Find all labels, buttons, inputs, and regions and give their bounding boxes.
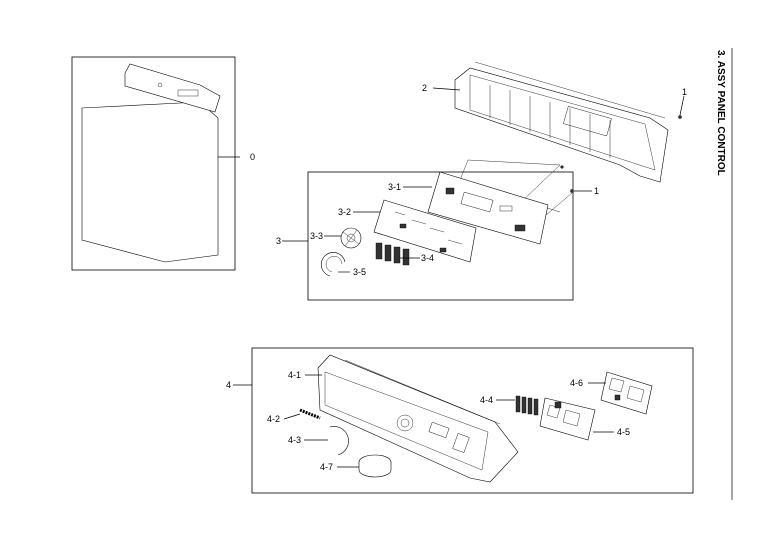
box-0 [71,56,236,271]
label-4: 4 [226,380,231,390]
panel-frame [454,67,669,183]
part-group-4: 4 4-1 4-2 4-3 4-7 4-4 [226,347,694,494]
diagram-title: 3. ASSY PANEL CONTROL [715,50,726,176]
part-group-3: 3 3-1 1 3-2 3-3 [276,159,599,301]
front-panel-face [324,371,489,471]
panel-ring [329,426,349,456]
label-3-2: 3-2 [338,207,351,217]
leader-2 [432,87,461,91]
sub-pcb-2 [600,371,653,415]
label-4-3: 4-3 [288,435,301,445]
pcb-display [460,191,494,213]
label-4-7: 4-7 [320,462,333,472]
label-3-5: 3-5 [353,267,366,277]
connector-part [375,242,410,266]
sub-pcb [539,397,596,441]
label-4-5: 4-5 [617,427,630,437]
front-knob-hole [396,414,414,432]
washer-body [81,101,219,263]
panel-knob [157,82,163,88]
leader-4-2 [283,413,301,420]
label-4-1: 4-1 [288,370,301,380]
label-3-3: 3-3 [310,231,323,241]
label-4-4: 4-4 [480,395,493,405]
label-3-4: 3-4 [421,253,434,263]
label-1b: 1 [594,186,599,196]
box-4 [251,347,694,494]
label-3-1: 3-1 [388,182,401,192]
screw-1a [678,115,682,119]
part-group-0: 0 [71,56,255,271]
label-0: 0 [250,152,255,162]
label-1a: 1 [682,87,687,97]
overlay-sheet [373,199,477,263]
label-4-6: 4-6 [570,378,583,388]
label-2: 2 [422,83,427,93]
label-3: 3 [276,236,281,246]
label-4-2: 4-2 [267,414,280,424]
knob-ring [321,252,346,277]
small-connector [299,408,321,420]
screw-1b [570,189,574,193]
part-group-2: 2 1 [422,61,687,183]
panel-display [177,89,199,97]
display-window [563,106,612,137]
washer-control-panel [124,63,221,113]
panel-frame-inner [469,74,656,171]
front-panel [317,354,519,483]
connector-cluster [515,395,539,416]
leader-1a [679,95,685,116]
screw-small [560,165,564,169]
